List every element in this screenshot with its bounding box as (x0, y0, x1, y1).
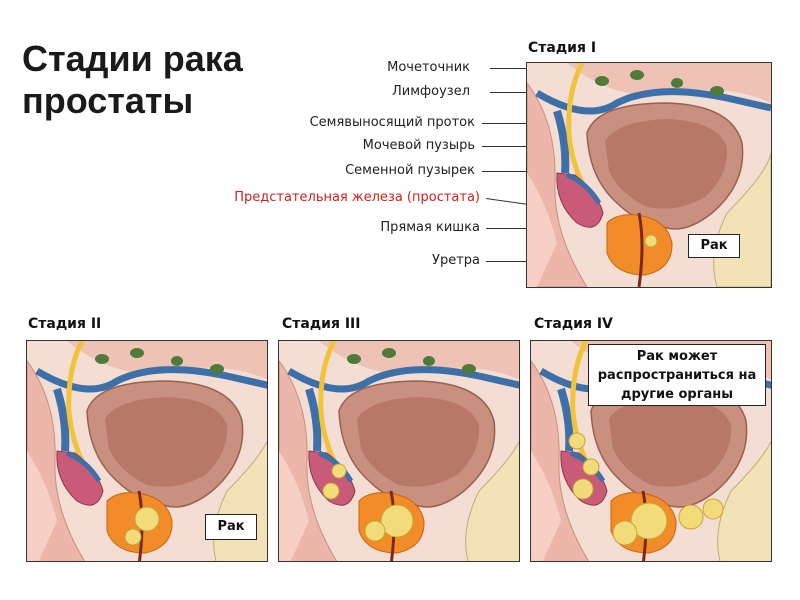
stage-4-title: Стадия IV (534, 316, 613, 332)
anatomy-illustration (527, 63, 771, 287)
tumor-deposit (630, 502, 668, 540)
stage-2-panel (26, 340, 268, 562)
stage-3-title: Стадия III (282, 316, 361, 332)
page-title: Стадии рака простаты (22, 38, 243, 121)
label-lymph-node: Лимфоузел (391, 84, 470, 99)
tumor-deposit (124, 528, 142, 546)
leader-vas (482, 123, 554, 125)
label-ureter: Мочеточник (387, 60, 470, 75)
label-prostate: Предстательная железа (простата) (234, 190, 480, 205)
tumor-deposit (568, 432, 586, 450)
tumor-deposit (612, 520, 638, 546)
leader-rectum (486, 228, 536, 230)
anatomy-illustration (279, 341, 519, 561)
stage-1-title: Стадия I (528, 40, 597, 56)
cancer-callout-stage-2: Рак (205, 514, 257, 540)
label-vas-deferens: Семявыносящий проток (309, 115, 475, 130)
tumor-deposit (322, 482, 340, 500)
metastasis-callout: Рак может распространиться на другие орг… (588, 344, 766, 406)
label-seminal-vesicle: Семенной пузырек (345, 163, 475, 178)
tumor-deposit (582, 458, 600, 476)
stage-2-title: Стадия II (28, 316, 102, 332)
stage-3-panel (278, 340, 520, 562)
tumor-deposit (380, 504, 414, 538)
cancer-callout-stage-1: Рак (688, 234, 740, 258)
label-urethra: Уретра (432, 253, 480, 268)
tumor-deposit (644, 234, 658, 248)
anatomy-illustration (27, 341, 267, 561)
tumor-deposit (331, 463, 347, 479)
tumor-deposit (364, 520, 386, 542)
tumor-deposit (572, 478, 594, 500)
label-rectum: Прямая кишка (380, 220, 480, 235)
leader-lymph (490, 92, 560, 94)
tumor-deposit (134, 506, 160, 532)
tumor-deposit (702, 498, 724, 520)
tumor-deposit (678, 504, 704, 530)
label-bladder: Мочевой пузырь (362, 138, 475, 153)
